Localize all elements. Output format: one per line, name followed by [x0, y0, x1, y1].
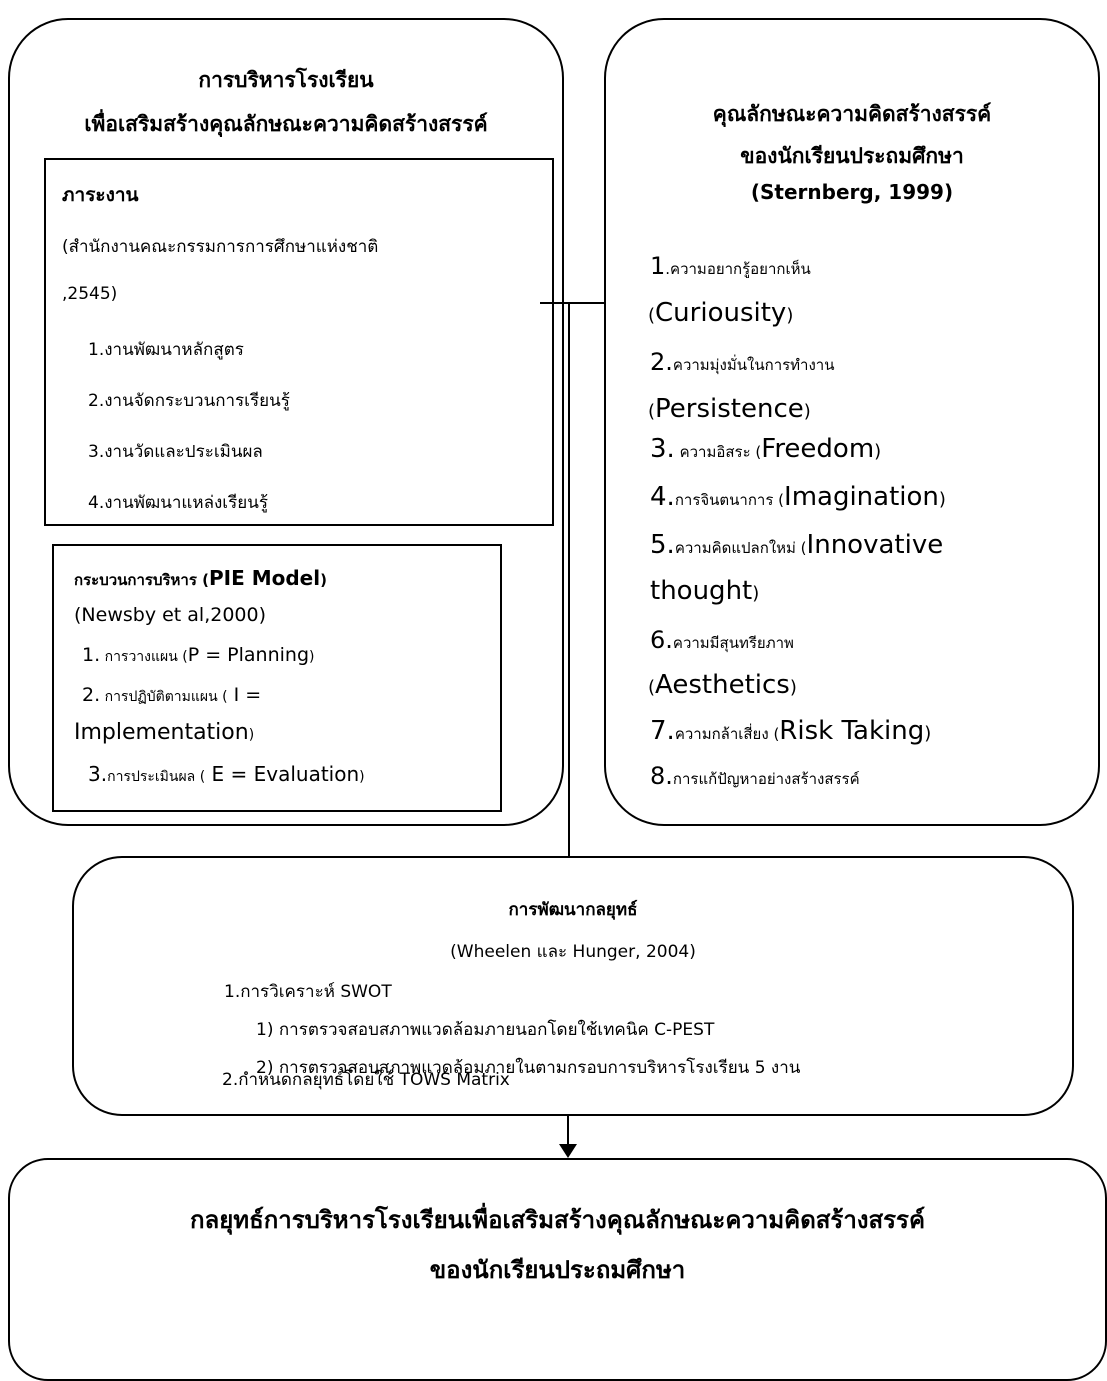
creativity-item-close: ) [938, 489, 946, 510]
creativity-item-num: 5. [650, 530, 675, 560]
workload-item: 1.งานพัฒนาหลักสูตร [88, 340, 244, 360]
creativity-item-close: ) [786, 305, 794, 326]
creativity-item-th: ความมุ่งมั่นในการทำงาน [672, 356, 835, 374]
process-item-3-close: ) [359, 769, 365, 785]
creativity-item-num: 6. [650, 626, 673, 654]
right-panel: คุณลักษณะความคิดสร้างสรรค์ ของนักเรียนปร… [604, 18, 1100, 826]
connector-vertical [568, 304, 570, 856]
process-heading-prefix: กระบวนการบริหาร ( [74, 571, 209, 589]
workload-source-line1: (สำนักงานคณะกรรมการการศึกษาแห่งชาติ [62, 237, 379, 257]
strategy-source: (Wheelen และ Hunger, 2004) [450, 942, 696, 962]
creativity-item-num: 7. [650, 716, 675, 746]
result-line-1: กลยุทธ์การบริหารโรงเรียนเพื่อเสริมสร้างค… [190, 1206, 925, 1234]
process-item-2-num: 2. [82, 684, 101, 706]
creativity-item-5-line2: thought) [650, 576, 759, 606]
creativity-item-4: 4.การจินตนาการ (Imagination) [650, 482, 946, 512]
creativity-item-6-en: (Aesthetics) [648, 670, 797, 700]
left-panel: การบริหารโรงเรียน เพื่อเสริมสร้างคุณลักษ… [8, 18, 564, 826]
arrow-head-icon [559, 1144, 577, 1158]
strategy-title: การพัฒนากลยุทธ์ [508, 900, 638, 920]
workload-box-frame [44, 158, 554, 526]
creativity-item-num: 1 [650, 252, 666, 280]
creativity-item-2-en: (Persistence) [648, 394, 811, 424]
creativity-item-th: ความมีสุนทรียภาพ [672, 634, 794, 652]
process-item-2-en: I = [227, 684, 262, 706]
process-item-2-close: ) [248, 727, 255, 743]
left-panel-title-line1: การบริหารโรงเรียน [198, 68, 374, 92]
result-line-2: ของนักเรียนประถมศึกษา [429, 1256, 686, 1284]
creativity-item-8: 8.การแก้ปัญหาอย่างสร้างสรรค์ [650, 762, 860, 791]
connector-horizontal [540, 302, 606, 304]
creativity-item-close: ) [924, 723, 932, 744]
process-item-1-th: การวางแผน ( [100, 649, 188, 665]
creativity-item-open: ( [648, 401, 656, 422]
creativity-item-1-en: (Curiousity) [648, 298, 793, 328]
process-item-1-close: ) [309, 649, 315, 665]
creativity-item-6: 6.ความมีสุนทรียภาพ [650, 626, 794, 655]
strategy-panel: การพัฒนากลยุทธ์ (Wheelen และ Hunger, 200… [72, 856, 1074, 1116]
creativity-item-num: 4. [650, 482, 675, 512]
creativity-item-th: ความอิสระ ( [674, 443, 762, 461]
right-panel-title-line3: (Sternberg, 1999) [750, 180, 954, 204]
workload-source-line2: ,2545) [62, 284, 118, 304]
process-item-3-th: การประเมินผล ( [107, 769, 206, 785]
result-panel: กลยุทธ์การบริหารโรงเรียนเพื่อเสริมสร้างค… [8, 1158, 1107, 1381]
creativity-item-num: 2. [650, 348, 673, 376]
creativity-item-num: 8. [650, 762, 673, 790]
strategy-item-1: 1.การวิเคราะห์ SWOT [224, 982, 392, 1002]
creativity-item-en2: thought [650, 576, 753, 606]
process-item-2: 2. การปฏิบัติตามแผน ( I = [82, 684, 261, 708]
creativity-item-3: 3. ความอิสระ (Freedom) [650, 434, 881, 464]
creativity-item-open: ( [648, 305, 656, 326]
right-panel-title-line2: ของนักเรียนประถมศึกษา [740, 144, 964, 168]
creativity-item-close: ) [874, 441, 882, 462]
process-heading-model: PIE Model [208, 566, 321, 590]
creativity-item-close: ) [789, 677, 797, 698]
creativity-item-7: 7.ความกล้าเสี่ยง (Risk Taking) [650, 716, 931, 746]
creativity-item-th: ความคิดแปลกใหม่ ( [674, 539, 807, 557]
process-source: (Newsby et al,2000) [74, 604, 267, 626]
process-heading: กระบวนการบริหาร (PIE Model) [74, 566, 327, 592]
strategy-sub-1: 1) การตรวจสอบสภาพแวดล้อมภายนอกโดยใช้เทคน… [256, 1020, 715, 1040]
creativity-item-open: ( [648, 677, 656, 698]
workload-item: 3.งานวัดและประเมินผล [88, 442, 263, 462]
process-item-3-en: E = Evaluation [205, 762, 360, 786]
creativity-item-1: 1.ความอยากรู้อยากเห็น [650, 252, 811, 281]
creativity-item-en: Freedom [761, 434, 875, 464]
creativity-item-num: 3. [650, 434, 675, 464]
workload-item: 4.งานพัฒนาแหล่งเรียนรู้ [88, 493, 268, 513]
right-panel-title-line1: คุณลักษณะความคิดสร้างสรรค์ [712, 102, 992, 126]
creativity-item-th: .ความอยากรู้อยากเห็น [665, 260, 811, 278]
creativity-item-2: 2.ความมุ่งมั่นในการทำงาน [650, 348, 834, 377]
process-item-2-line2: Implementation) [74, 720, 254, 745]
process-item-1-en: P = Planning [187, 644, 310, 666]
process-item-3-num: 3. [88, 762, 108, 786]
creativity-item-5: 5.ความคิดแปลกใหม่ (Innovative [650, 530, 943, 560]
creativity-item-th: การแก้ปัญหาอย่างสร้างสรรค์ [672, 770, 860, 788]
creativity-item-close: ) [803, 401, 811, 422]
process-heading-suffix: ) [320, 571, 327, 589]
creativity-item-en: Risk Taking [779, 716, 925, 746]
process-item-2-th: การปฏิบัติตามแผน ( [100, 689, 228, 705]
process-item-1-num: 1. [82, 644, 101, 666]
creativity-item-en: Persistence [655, 394, 804, 424]
arrow-shaft [567, 1116, 569, 1146]
workload-heading: ภาระงาน [62, 184, 139, 206]
strategy-item-2: 2.กำหนดกลยุทธ์โดยใช้ TOWS Matrix [222, 1070, 510, 1090]
left-panel-title-line2: เพื่อเสริมสร้างคุณลักษณะความคิดสร้างสรรค… [84, 112, 488, 136]
creativity-item-close: ) [752, 583, 760, 604]
creativity-item-en: Curiousity [655, 298, 787, 328]
process-item-2-en-line2: Implementation [74, 720, 249, 745]
strategy-sub-2: 2) การตรวจสอบสภาพแวดล้อมภายในตามกรอบการบ… [256, 1058, 801, 1078]
process-item-3: 3.การประเมินผล ( E = Evaluation) [88, 762, 365, 788]
creativity-item-th: ความกล้าเสี่ยง ( [674, 725, 780, 743]
process-box [52, 544, 502, 812]
creativity-item-en: Aesthetics [655, 670, 790, 700]
creativity-item-en: Imagination [784, 482, 939, 512]
creativity-item-en: Innovative [806, 530, 944, 560]
workload-item: 2.งานจัดกระบวนการเรียนรู้ [88, 391, 290, 411]
creativity-item-th: การจินตนาการ ( [674, 491, 785, 509]
process-item-1: 1. การวางแผน (P = Planning) [82, 644, 315, 668]
